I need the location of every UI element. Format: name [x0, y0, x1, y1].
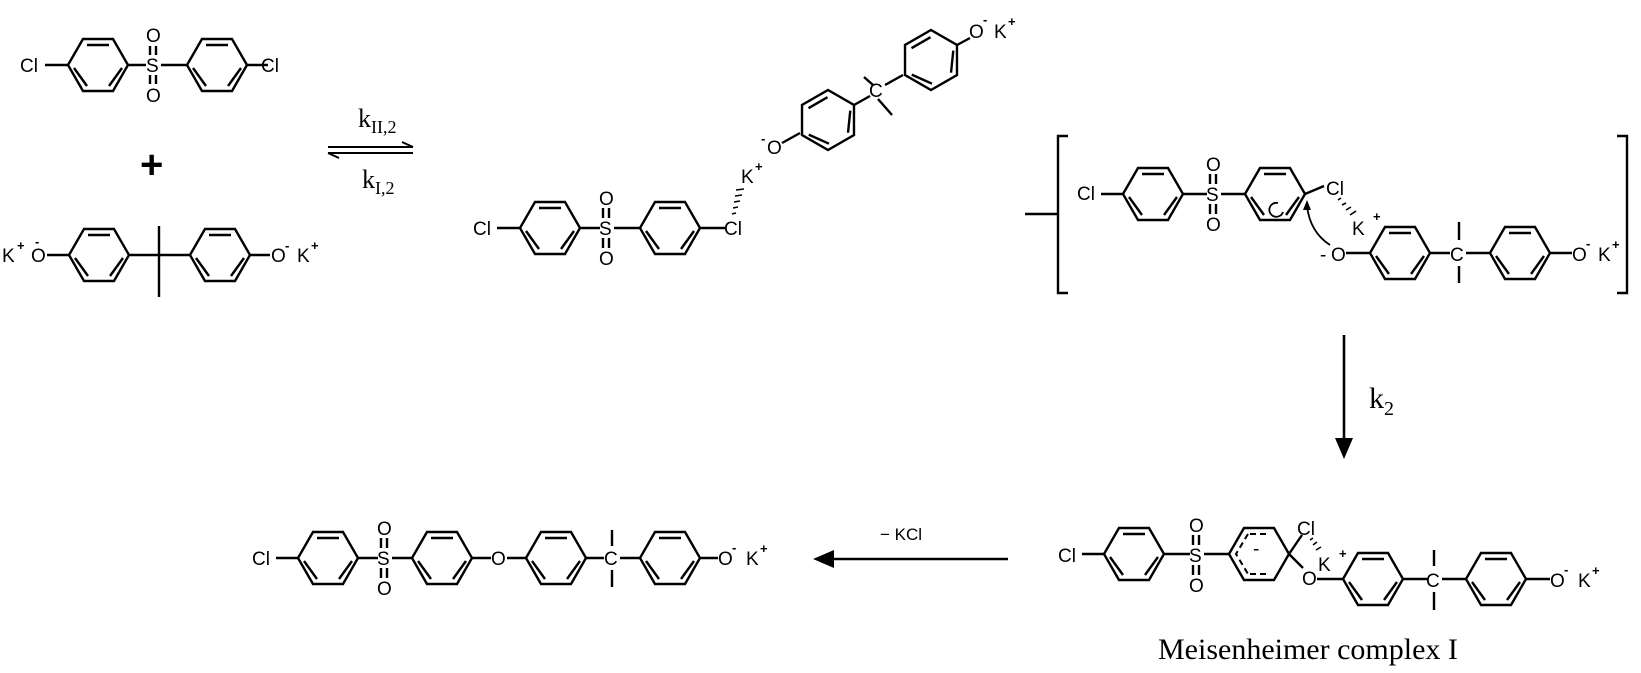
- atom-s: S: [599, 219, 612, 240]
- atom-o: O: [1331, 245, 1346, 266]
- atom-cl: Cl: [252, 549, 270, 570]
- atom-o: O: [1206, 155, 1221, 176]
- atom-o: O: [377, 579, 392, 600]
- atom-s: S: [377, 549, 390, 570]
- elimination-arrow: − KCl: [813, 525, 1008, 568]
- atom-o: O: [1206, 215, 1221, 236]
- charge-minus: -: [761, 131, 765, 146]
- atom-o: O: [718, 549, 733, 570]
- charge-plus: +: [1008, 14, 1016, 29]
- atom-cl: Cl: [261, 56, 279, 77]
- charge-minus: -: [983, 12, 987, 27]
- charge-minus: -: [1253, 539, 1259, 560]
- atom-c: C: [1426, 571, 1440, 592]
- k2-arrow: k2: [1335, 335, 1394, 459]
- charge-plus: +: [760, 541, 768, 556]
- charge-minus: -: [732, 540, 736, 555]
- charge-minus: -: [1586, 236, 1590, 251]
- curved-arrow-icon: [1268, 201, 1284, 218]
- atom-k: K: [1352, 219, 1365, 240]
- atom-o: O: [271, 246, 286, 267]
- charge-minus: -: [1320, 245, 1326, 266]
- atom-o: O: [599, 189, 614, 210]
- charge-plus: +: [755, 159, 763, 174]
- bracketed-intermediate: Cl S O O Cl K + - O C O - K: [1025, 134, 1629, 295]
- charge-plus: +: [17, 238, 25, 253]
- atom-k: K: [2, 246, 15, 267]
- kcl-loss-label: − KCl: [880, 525, 922, 544]
- curved-arrow-icon: [1306, 205, 1331, 246]
- charge-plus: +: [1339, 546, 1347, 561]
- atom-o: O: [767, 138, 782, 159]
- atom-cl: Cl: [1077, 184, 1095, 205]
- atom-o: O: [1189, 516, 1204, 537]
- atom-o: O: [1189, 576, 1204, 597]
- atom-k: K: [741, 167, 754, 188]
- plus-sign: +: [140, 143, 163, 187]
- atom-cl: Cl: [473, 219, 491, 240]
- atom-s: S: [146, 56, 159, 77]
- charge-plus: +: [1612, 237, 1620, 252]
- reactant-bisphenolate: K + O - O - K +: [2, 226, 319, 297]
- atom-o: O: [377, 519, 392, 540]
- atom-k: K: [746, 549, 759, 570]
- reactant-dichlorodiphenylsulfone: Cl S O O Cl: [20, 26, 279, 107]
- product-ether: Cl S O O O C O - K +: [252, 519, 768, 600]
- atom-s: S: [1206, 185, 1219, 206]
- atom-c: C: [1450, 245, 1464, 266]
- atom-o: O: [146, 86, 161, 107]
- k2-label: k2: [1369, 382, 1394, 420]
- charge-plus: +: [1373, 209, 1381, 224]
- atom-k: K: [994, 22, 1007, 43]
- charge-plus: +: [311, 238, 319, 253]
- charge-minus: -: [1564, 562, 1568, 577]
- atom-o: O: [1572, 245, 1587, 266]
- charge-minus: -: [35, 234, 39, 249]
- atom-o: O: [1302, 569, 1317, 590]
- atom-o: O: [1550, 571, 1565, 592]
- atom-o: O: [599, 249, 614, 270]
- meisenheimer-complex: Cl S O O - Cl K + O C O -: [1058, 516, 1600, 666]
- charge-minus: -: [285, 238, 289, 253]
- atom-k: K: [1578, 571, 1591, 592]
- charge-plus: +: [1592, 563, 1600, 578]
- atom-o: O: [31, 246, 46, 267]
- atom-o: O: [969, 22, 984, 43]
- forward-rate-label: kII,2: [358, 104, 397, 137]
- ion-pair-complex: Cl S O O Cl K + - O C O - K +: [473, 12, 1016, 270]
- atom-cl: Cl: [1058, 546, 1076, 567]
- atom-s: S: [1189, 546, 1202, 567]
- atom-cl: Cl: [1297, 519, 1315, 540]
- atom-c: C: [604, 549, 618, 570]
- atom-k: K: [1318, 555, 1331, 576]
- equilibrium-arrows: kII,2 kI,2: [327, 104, 414, 198]
- reverse-rate-label: kI,2: [362, 165, 395, 198]
- atom-cl: Cl: [1326, 179, 1344, 200]
- atom-k: K: [1598, 245, 1611, 266]
- atom-o: O: [146, 26, 161, 47]
- atom-cl: Cl: [724, 219, 742, 240]
- atom-c: C: [869, 81, 883, 102]
- atom-k: K: [297, 246, 310, 267]
- meisenheimer-caption: Meisenheimer complex I: [1158, 633, 1458, 666]
- atom-o: O: [491, 549, 506, 570]
- atom-cl: Cl: [20, 56, 38, 77]
